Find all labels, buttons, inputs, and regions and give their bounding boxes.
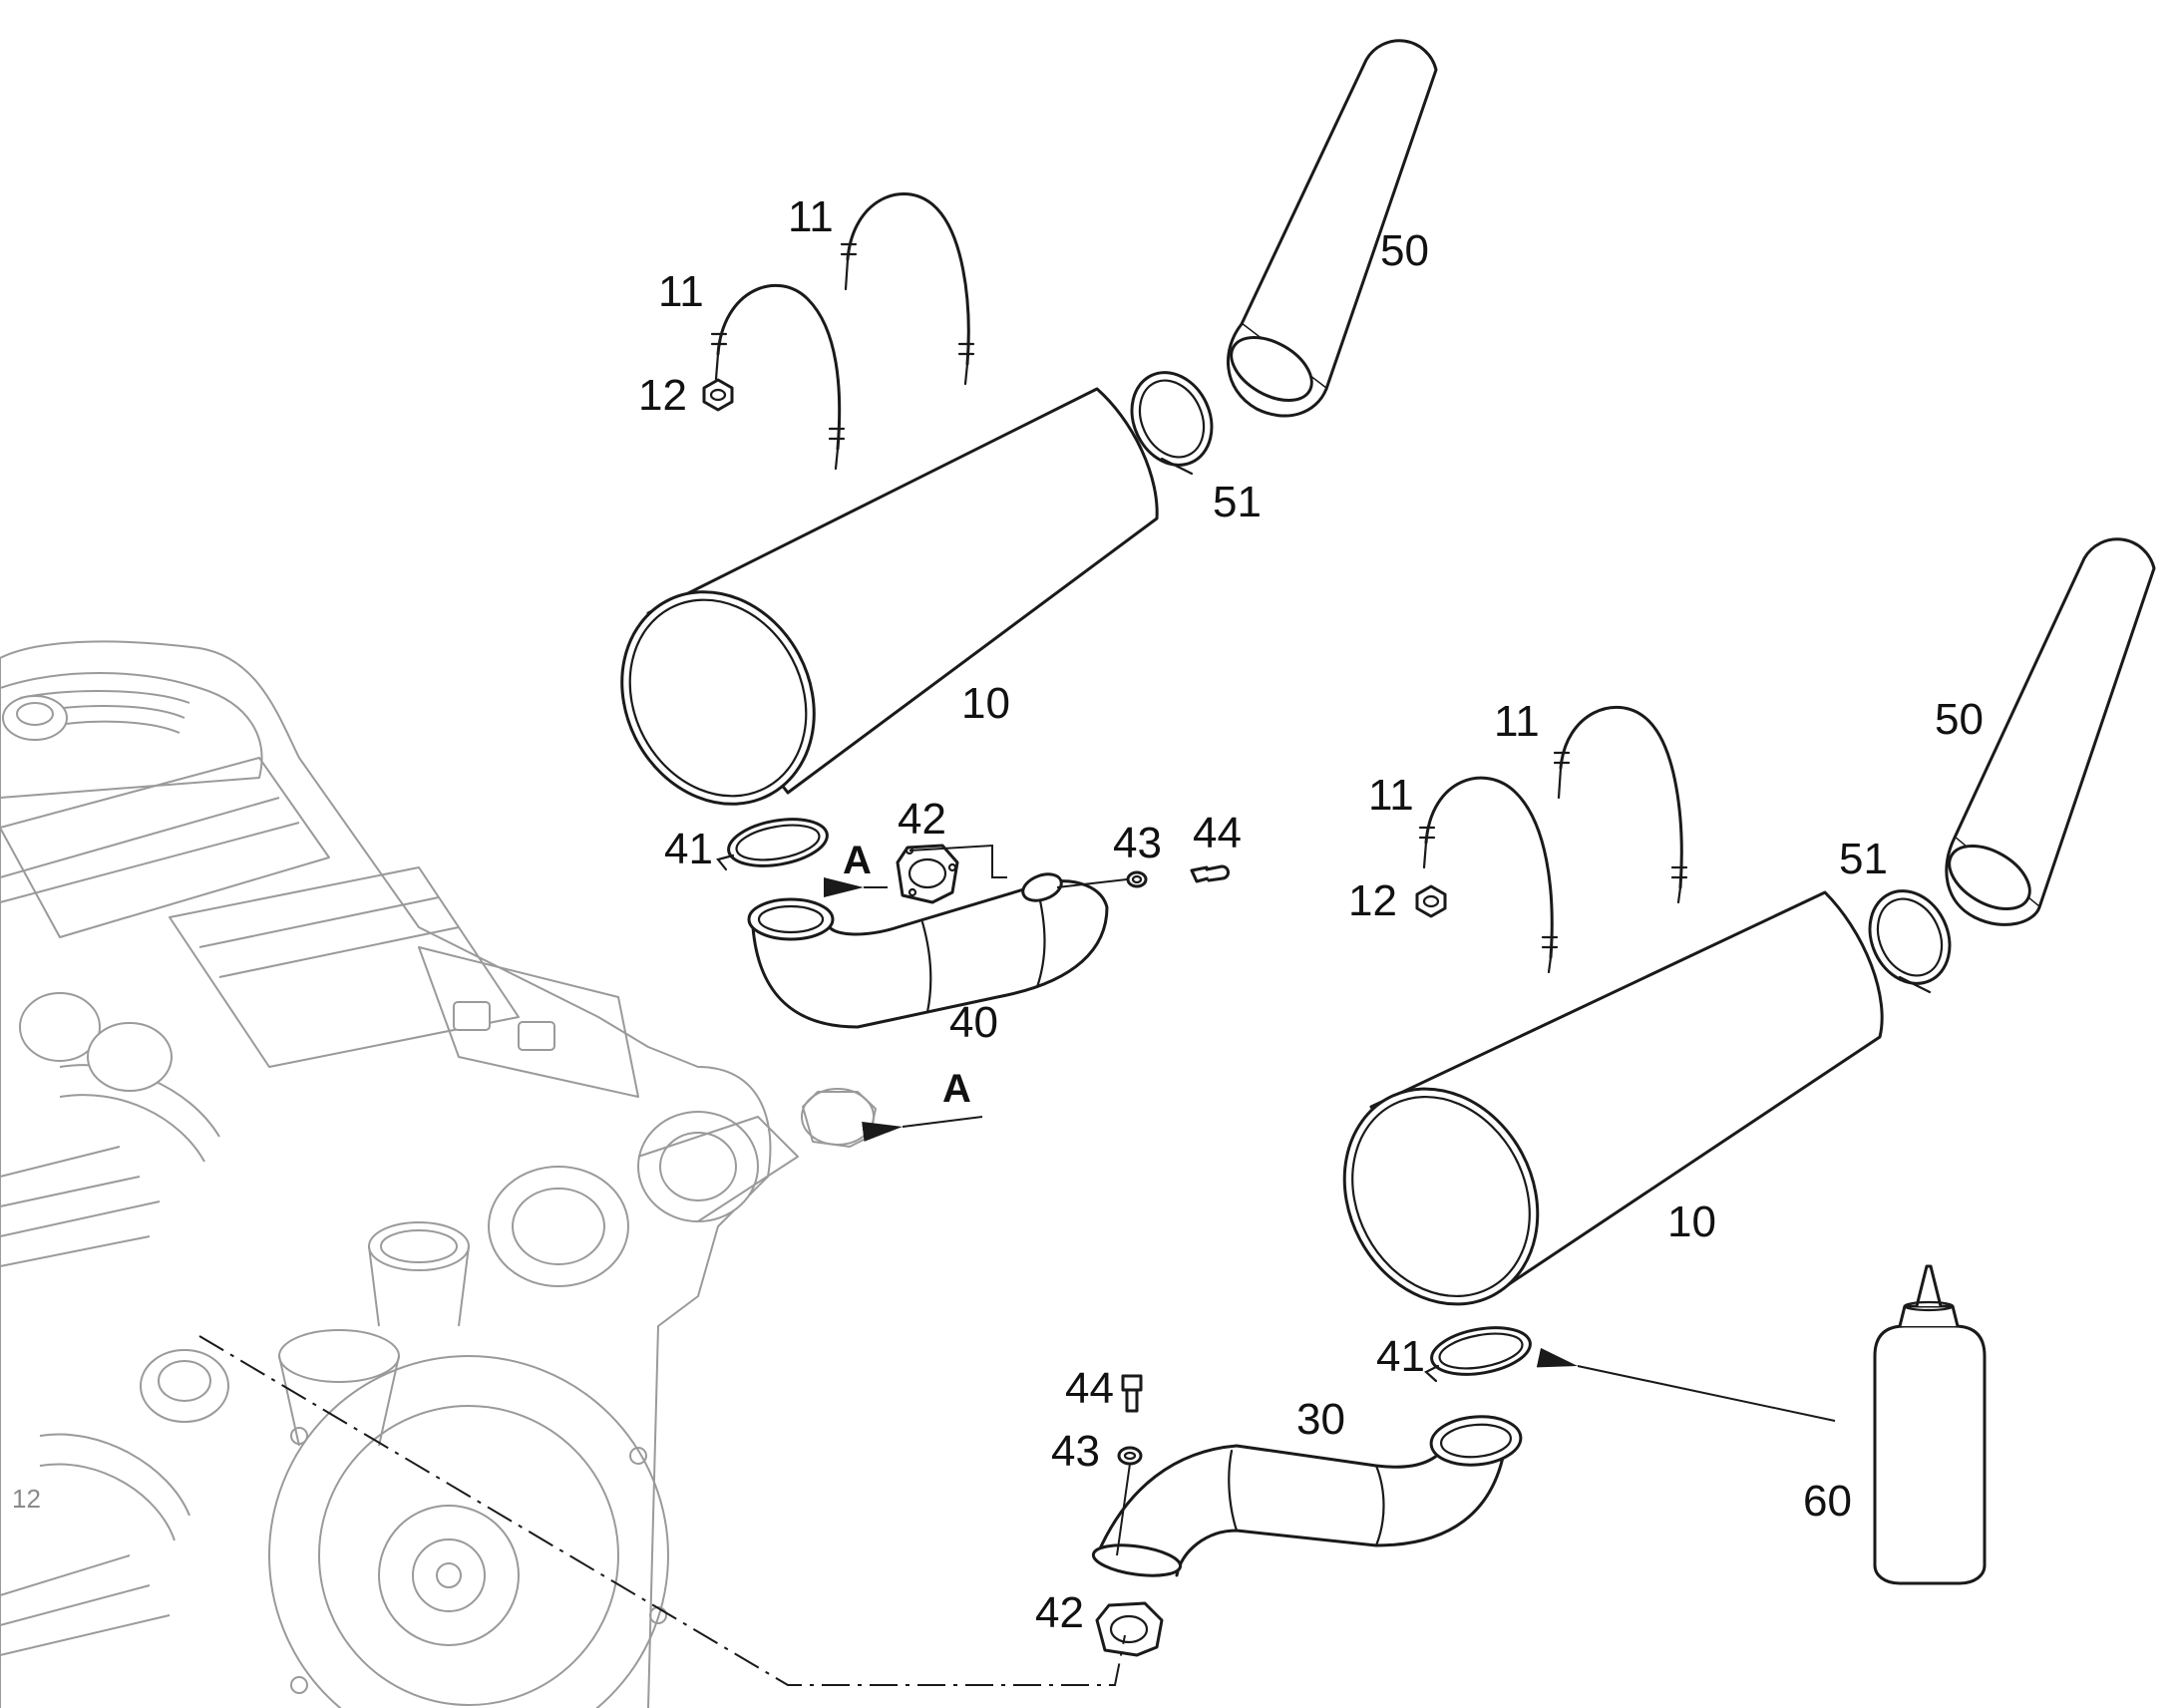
- washer-lower: [1117, 1446, 1143, 1466]
- mounting-reference-line: [198, 1335, 1126, 1686]
- callout-12-upper: 12: [638, 371, 687, 420]
- callout-11-lower-b: 11: [1494, 697, 1540, 746]
- callout-50-upper: 50: [1380, 226, 1429, 275]
- washer-alignment-line: [1056, 878, 1128, 888]
- callout-51-lower: 51: [1839, 835, 1888, 883]
- u-bolt-clamp-upper-b: [840, 192, 975, 386]
- view-a-label-upper: A: [843, 839, 872, 882]
- ring-clamp-lower: [1424, 1326, 1532, 1383]
- nut-lower: [1415, 884, 1447, 918]
- bolt-upper: [1190, 864, 1230, 883]
- callout-30-lower: 30: [1296, 1395, 1345, 1444]
- callout-43-upper: 43: [1113, 819, 1162, 867]
- callout-11-upper-b: 11: [788, 192, 834, 241]
- tailpipe-lower: [1945, 537, 2156, 926]
- callout-42-lower: 42: [1035, 1588, 1084, 1637]
- sealant-bottle: [1873, 1264, 1987, 1585]
- gasket-lower: [1095, 1601, 1164, 1657]
- callout-41-lower: 41: [1376, 1332, 1425, 1381]
- u-bolt-clamp-lower-a: [1418, 776, 1559, 974]
- callout-10-lower: 10: [1667, 1197, 1716, 1246]
- engine-stamp-label: 12: [12, 1484, 41, 1514]
- tailpipe-upper: [1227, 39, 1438, 418]
- ring-clamp-upper: [716, 818, 829, 871]
- view-a-label-engine: A: [942, 1067, 971, 1111]
- callout-44-lower: 44: [1065, 1364, 1114, 1413]
- engine-assembly: 12: [0, 640, 877, 1708]
- callout-51-upper: 51: [1213, 478, 1262, 526]
- gasket-alignment-line: [908, 844, 1007, 878]
- callout-40-upper: 40: [949, 998, 998, 1047]
- muffler-lower: [1342, 890, 1884, 1306]
- callout-11-lower-a: 11: [1368, 771, 1414, 820]
- callout-42-upper: 42: [898, 795, 946, 844]
- callout-10-upper: 10: [961, 679, 1010, 728]
- nut-upper: [702, 378, 734, 412]
- washer-upper: [1126, 870, 1148, 888]
- callout-50-lower: 50: [1935, 695, 1984, 744]
- bolt-lower: [1121, 1374, 1143, 1413]
- exhaust-pipe-upper: [747, 872, 1109, 1029]
- callout-11-upper-a: 11: [658, 267, 704, 316]
- gasket-upper: [896, 844, 959, 904]
- callout-43-lower: 43: [1051, 1427, 1100, 1476]
- callout-12-lower: 12: [1348, 876, 1397, 925]
- band-clamp-upper: [1130, 371, 1214, 476]
- callout-41-upper: 41: [664, 825, 713, 873]
- u-bolt-clamp-lower-b: [1553, 705, 1688, 904]
- exhaust-pipe-lower: [1091, 1415, 1523, 1577]
- u-bolt-clamp-upper-a: [710, 283, 846, 471]
- washer-lower-alignment-line: [1116, 1463, 1131, 1556]
- callout-60: 60: [1803, 1477, 1852, 1526]
- muffler-upper: [620, 387, 1159, 806]
- band-clamp-lower: [1868, 889, 1952, 994]
- callout-44-upper: 44: [1193, 809, 1242, 857]
- sealant-application-arrow: [1536, 1347, 1836, 1422]
- view-a-arrow-engine: [862, 1116, 983, 1142]
